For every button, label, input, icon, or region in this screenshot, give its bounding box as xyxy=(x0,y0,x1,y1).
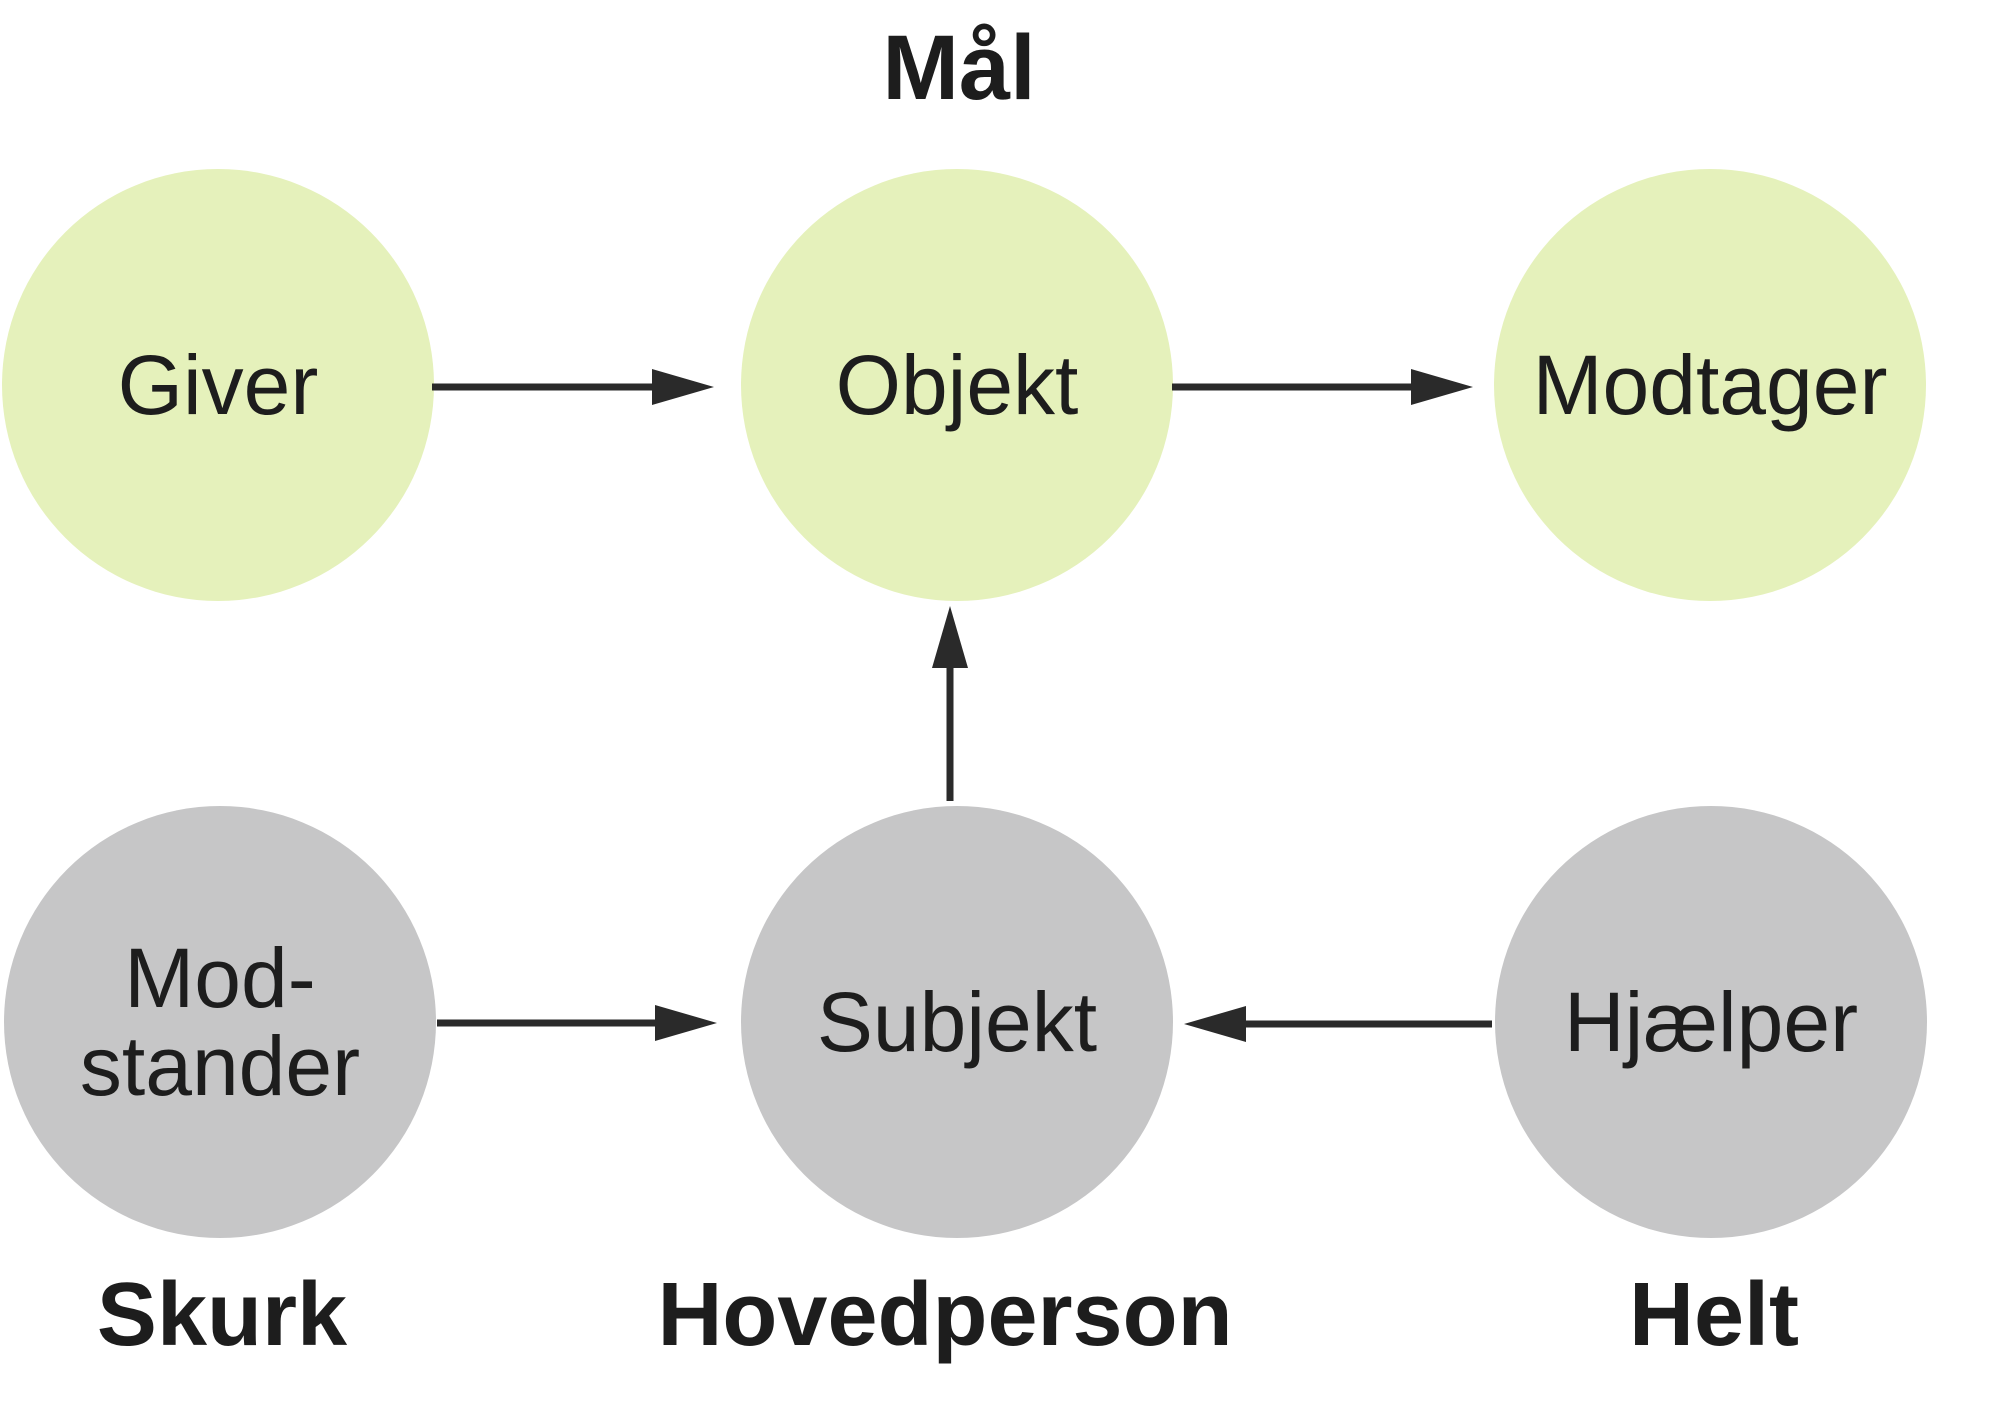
arrow-head-left-icon xyxy=(1184,1006,1246,1042)
node-giver-label: Giver xyxy=(117,337,319,432)
arrow-head-right-icon xyxy=(655,1005,717,1041)
arrow-hjaelper-to-subjekt xyxy=(1184,1006,1492,1042)
node-giver: Giver xyxy=(2,169,434,601)
arrow-objekt-to-modtager xyxy=(1172,369,1473,405)
node-modtager-label: Modtager xyxy=(1532,337,1888,432)
arrow-giver-to-objekt xyxy=(432,369,714,405)
node-subjekt-label: Subjekt xyxy=(816,974,1098,1069)
arrow-subjekt-to-objekt xyxy=(932,606,968,801)
node-modstander-label: Mod- stander xyxy=(79,930,361,1113)
arrow-head-right-icon xyxy=(1411,369,1473,405)
node-hjaelper-label: Hjælper xyxy=(1563,974,1859,1069)
node-modstander: Mod- stander xyxy=(4,806,436,1238)
arrow-modstander-to-subjekt xyxy=(437,1005,717,1041)
caption-skurk: Skurk xyxy=(96,1265,348,1365)
node-modtager: Modtager xyxy=(1494,169,1926,601)
node-subjekt: Subjekt xyxy=(741,806,1173,1238)
goal-label: Mål xyxy=(882,17,1036,119)
caption-helt: Helt xyxy=(1628,1265,1800,1365)
arrow-head-right-icon xyxy=(652,369,714,405)
node-objekt-label: Objekt xyxy=(835,337,1079,432)
node-hjaelper: Hjælper xyxy=(1495,806,1927,1238)
arrow-head-up-icon xyxy=(932,606,968,668)
node-objekt: Objekt xyxy=(741,169,1173,601)
caption-hovedperson: Hovedperson xyxy=(657,1265,1233,1365)
